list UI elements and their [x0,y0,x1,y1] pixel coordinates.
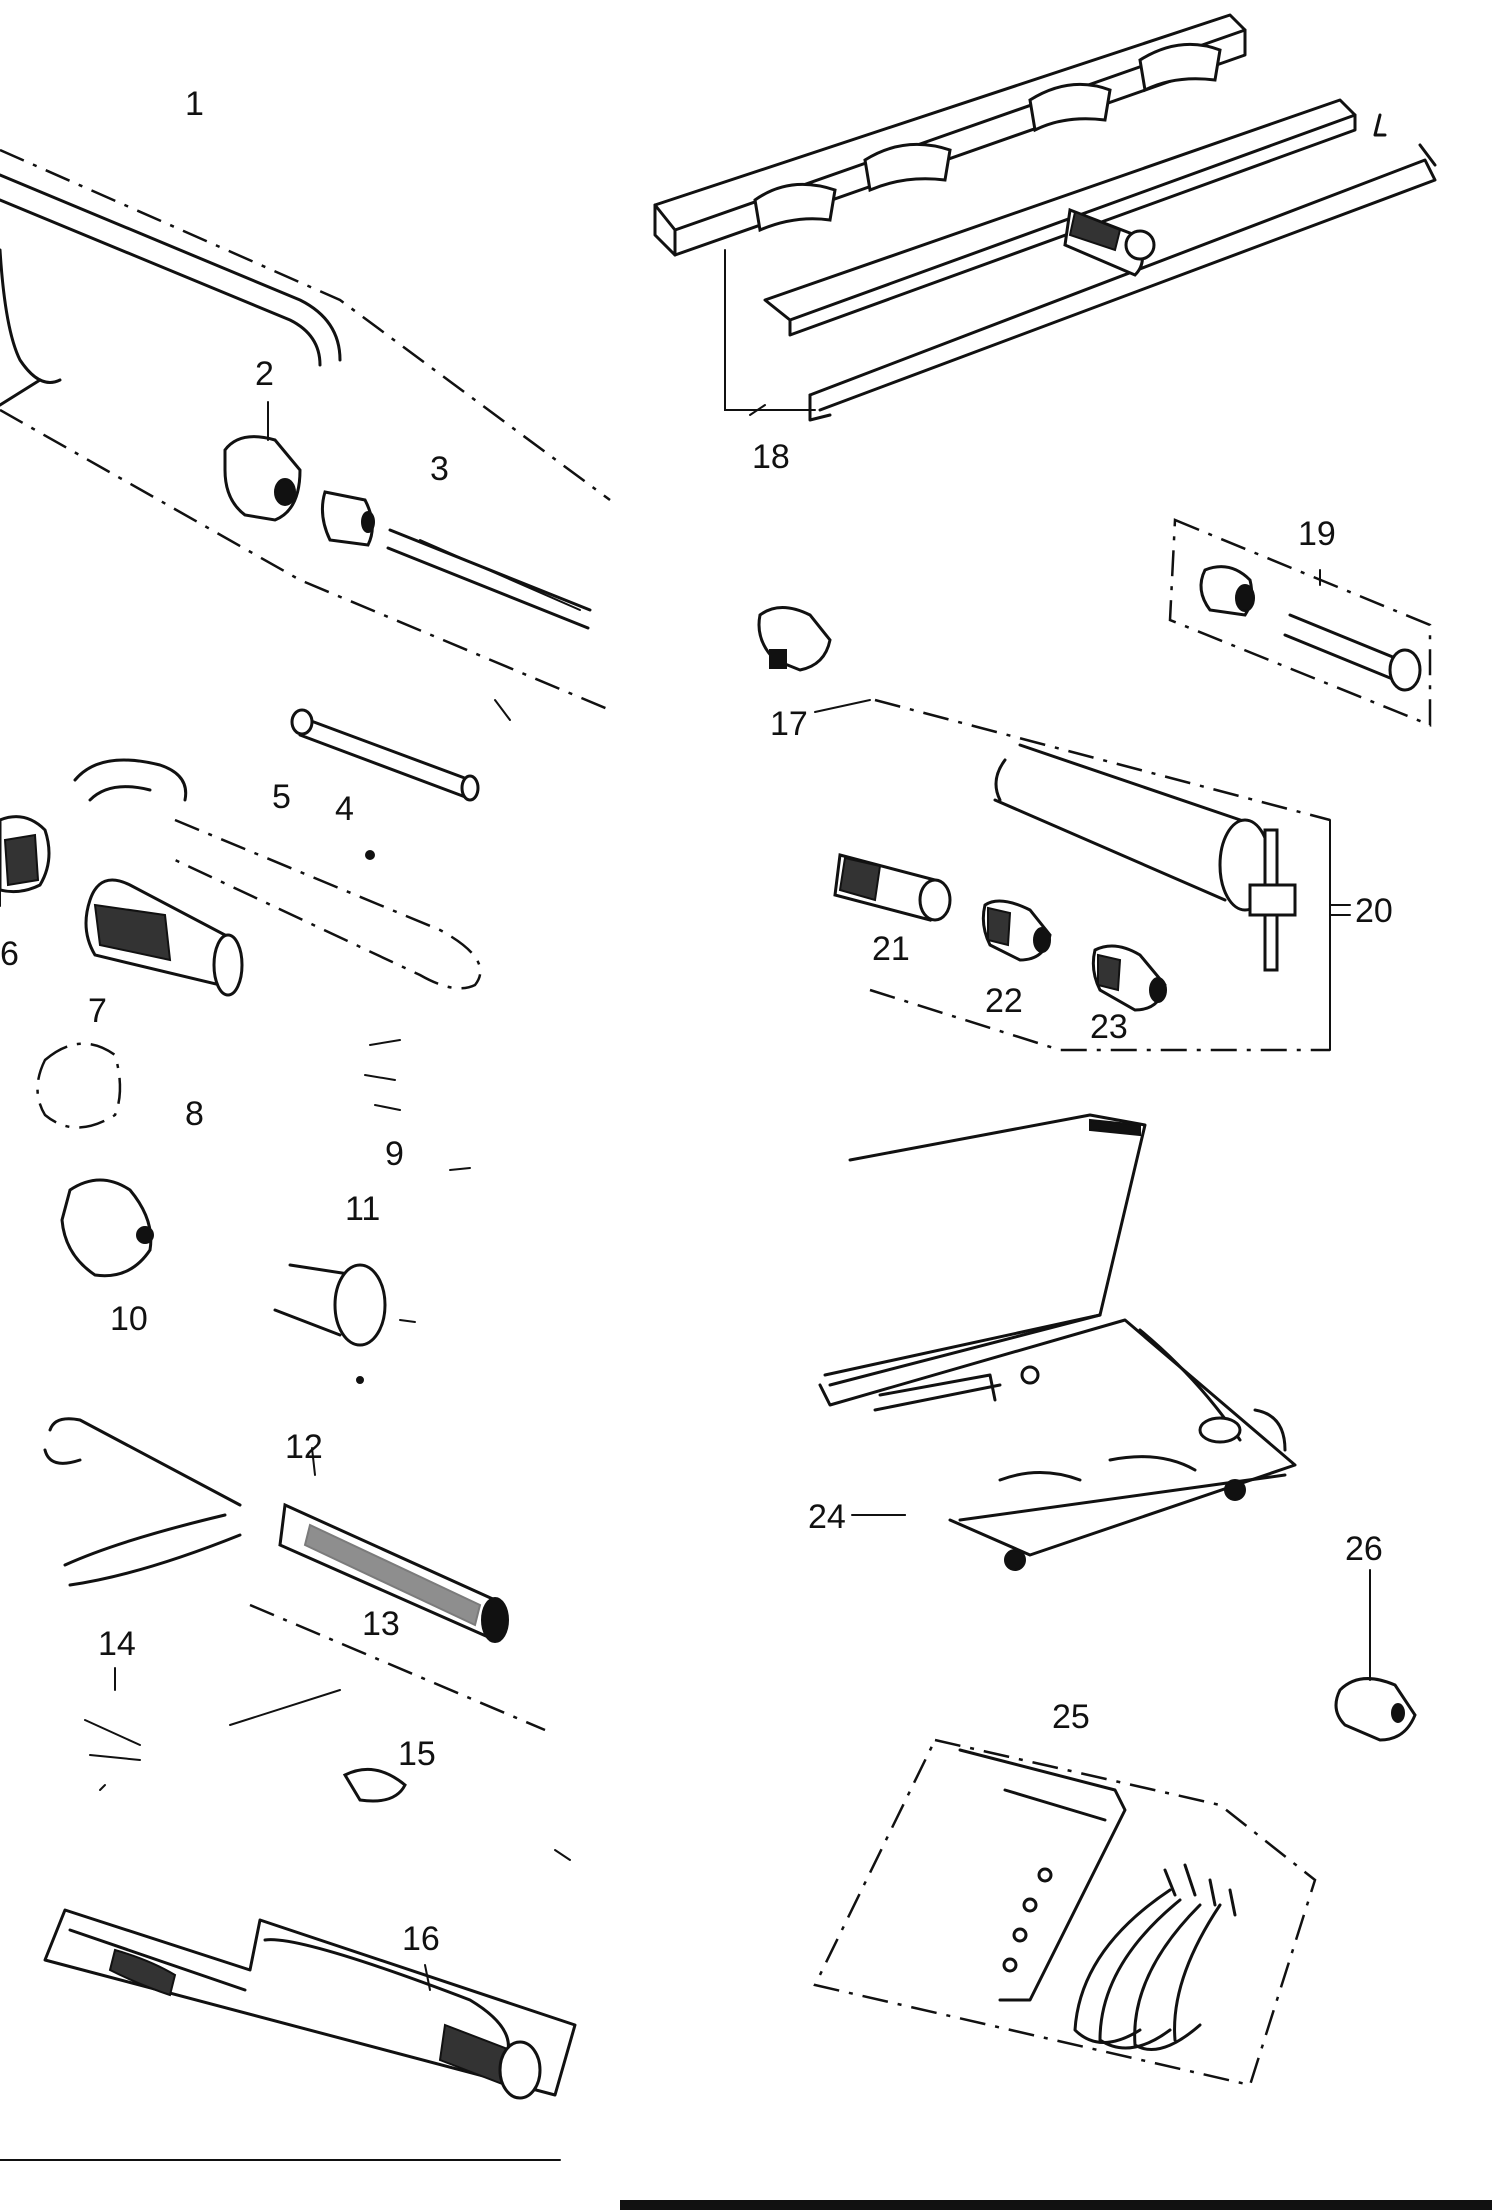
callout-16: 16 [402,1920,440,1958]
callout-12: 12 [285,1428,323,1466]
callout-14: 14 [98,1625,136,1663]
part-7-knurled-handle [84,878,244,997]
part-13-rod [229,1603,546,1732]
part-18-clamp-fixture [653,13,1437,422]
callout-10: 10 [110,1300,148,1338]
callout-labels: 1 2 3 4 5 6 7 8 9 10 11 12 13 14 15 16 1… [0,85,1393,1958]
callout-15: 15 [398,1735,436,1773]
part-24-carrying-case [818,1113,1297,1571]
callout-5: 5 [272,778,291,816]
callout-2: 2 [255,355,274,393]
callout-3: 3 [430,450,449,488]
part-12-pliers-handle [43,1417,509,1643]
part-5-hook-wrench [73,758,482,990]
callout-7: 7 [88,992,107,1030]
parts-21-23-group-outline [869,988,1330,1052]
callout-4: 4 [335,790,354,828]
bottom-rule [0,2159,1492,2210]
callout-13: 13 [362,1605,400,1643]
part-26-fitting [1334,1677,1417,1742]
part-4-pin [290,699,511,802]
part-20-tube [993,743,1351,1051]
part-10-knob [60,1178,154,1278]
callout-8: 8 [185,1095,204,1133]
part-1-lever-bar [0,148,611,712]
callout-24: 24 [808,1498,846,1536]
callout-6: 6 [0,935,19,973]
part-23-cylinder [1091,944,1167,1012]
callout-25: 25 [1052,1698,1090,1736]
callout-22: 22 [985,982,1023,1020]
part-17-bushing [757,606,1331,822]
part-2-sleeve [223,435,302,522]
part-19-pin-set [1168,518,1432,727]
callout-18: 18 [752,438,790,476]
leader-lines [0,401,1371,1991]
part-8-cap [36,1042,122,1129]
part-3-pin [320,490,592,630]
part-22-cylinder [981,899,1052,962]
callout-19: 19 [1298,515,1336,553]
callout-17: 17 [770,705,808,743]
part-15-part [342,1767,571,1861]
part-6-knob [0,815,51,894]
callout-21: 21 [872,930,910,968]
part-9-small-part [364,1039,471,1171]
callout-26: 26 [1345,1530,1383,1568]
part-16-tool-tray [43,1908,577,2100]
callout-9: 9 [385,1135,404,1173]
callout-23: 23 [1090,1008,1128,1046]
part-21-cylinder [833,853,952,922]
callout-20: 20 [1355,892,1393,930]
callout-1: 1 [185,85,204,123]
callout-11: 11 [345,1190,380,1228]
part-25-panel-and-cables [813,1738,1317,2087]
part-14-part [84,1719,141,1791]
part-11-spacer [273,1263,416,1384]
